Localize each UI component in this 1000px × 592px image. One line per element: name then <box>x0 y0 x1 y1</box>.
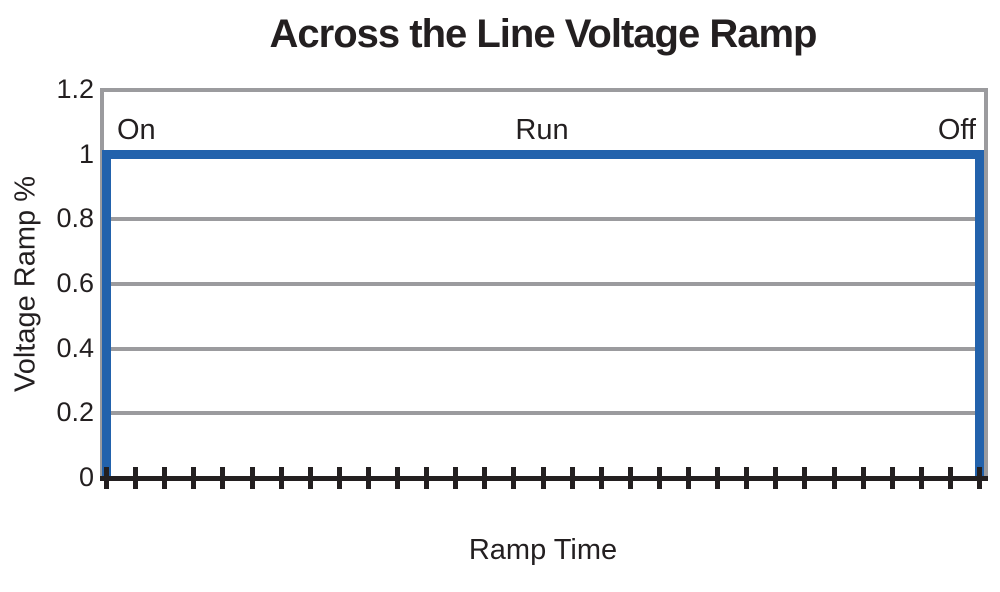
x-tick-mark <box>802 467 807 489</box>
annotation-run: Run <box>515 114 569 146</box>
x-tick-mark <box>919 467 924 489</box>
x-tick-mark <box>191 467 196 489</box>
x-tick-mark <box>948 467 953 489</box>
gridline-y-0.2 <box>104 411 984 415</box>
x-tick-mark <box>511 467 516 489</box>
annotation-off: Off <box>937 114 976 146</box>
y-tick-label: 0.6 <box>56 267 94 298</box>
x-tick-mark <box>773 467 778 489</box>
x-tick-mark <box>250 467 255 489</box>
x-tick-mark <box>628 467 633 489</box>
x-tick-mark <box>861 467 866 489</box>
x-tick-mark <box>599 467 604 489</box>
x-tick-mark <box>832 467 837 489</box>
x-tick-mark <box>279 467 284 489</box>
x-tick-mark <box>541 467 546 489</box>
x-tick-mark <box>395 467 400 489</box>
gridline-y-0.6 <box>104 282 984 286</box>
x-tick-mark <box>308 467 313 489</box>
y-tick-label: 1.2 <box>56 73 94 104</box>
x-tick-mark <box>686 467 691 489</box>
x-tick-mark <box>890 467 895 489</box>
x-tick-mark <box>104 467 109 489</box>
x-tick-mark <box>366 467 371 489</box>
x-tick-mark <box>715 467 720 489</box>
x-axis-title: Ramp Time <box>468 534 618 566</box>
x-tick-mark <box>220 467 225 489</box>
y-tick-label: 0.8 <box>56 202 94 233</box>
x-tick-mark <box>977 467 982 489</box>
x-tick-mark <box>744 467 749 489</box>
voltage-line <box>102 150 984 478</box>
gridline-y-0.4 <box>104 347 984 351</box>
x-tick-mark <box>162 467 167 489</box>
x-tick-mark <box>337 467 342 489</box>
x-tick-mark <box>657 467 662 489</box>
chart-title: Across the Line Voltage Ramp <box>269 12 818 56</box>
x-tick-mark <box>133 467 138 489</box>
x-tick-mark <box>482 467 487 489</box>
annotation-on: On <box>117 114 156 146</box>
x-tick-mark <box>424 467 429 489</box>
y-tick-label: 1 <box>78 138 94 169</box>
x-tick-mark <box>570 467 575 489</box>
gridline-y-0.8 <box>104 217 984 221</box>
y-tick-label: 0.2 <box>56 396 94 427</box>
y-tick-label: 0 <box>78 461 94 492</box>
x-tick-mark <box>453 467 458 489</box>
y-tick-label: 0.4 <box>56 332 94 363</box>
